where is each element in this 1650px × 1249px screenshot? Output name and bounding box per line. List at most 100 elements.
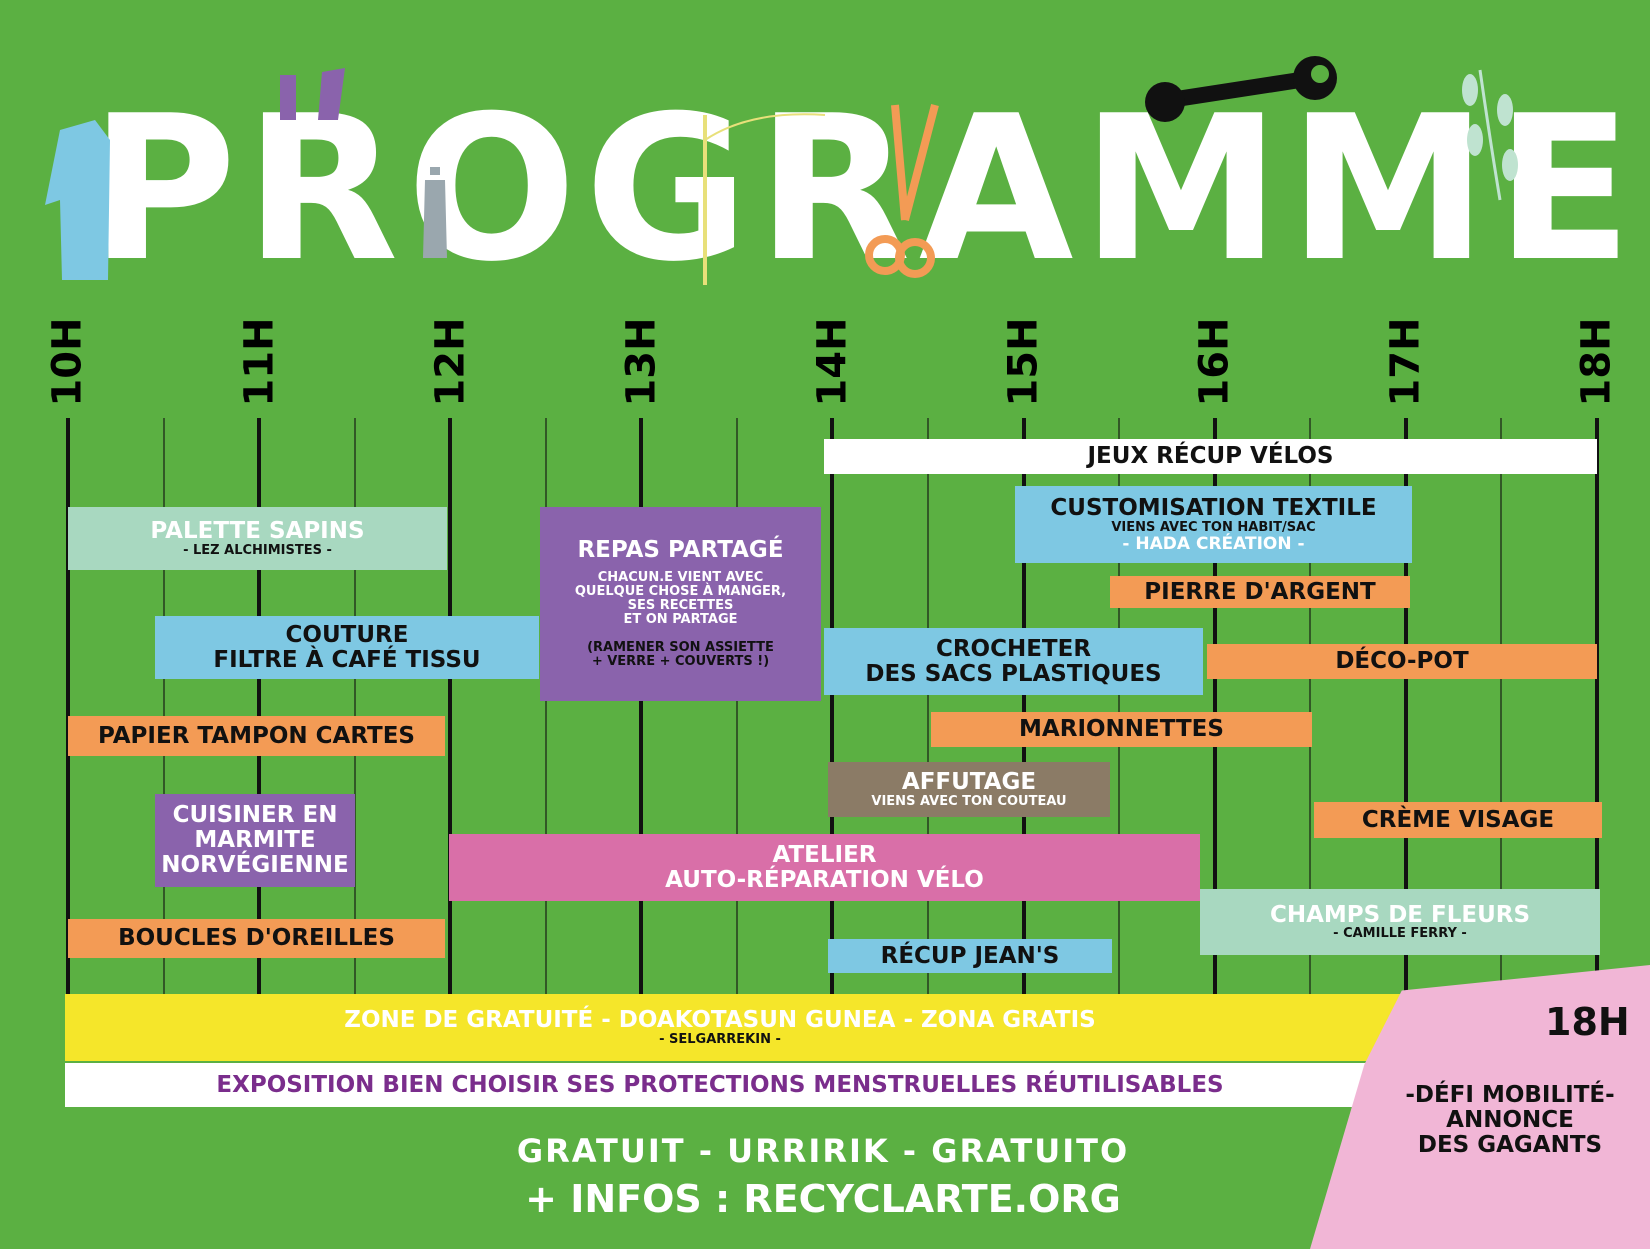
event-desc: SES RECETTES	[627, 598, 734, 614]
event-title: CUSTOMISATION TEXTILE	[1050, 494, 1377, 521]
event-papier-tampon: PAPIER TAMPON CARTES	[68, 716, 445, 756]
hour-gridline	[639, 418, 644, 998]
event-boucles-doreilles: BOUCLES D'OREILLES	[68, 919, 445, 958]
shirt-icon	[45, 120, 110, 280]
event-title: ATELIER	[772, 841, 877, 868]
event-creme-visage: CRÈME VISAGE	[1314, 802, 1602, 838]
hour-label: 12H	[427, 312, 474, 412]
half-hour-gridline	[544, 418, 547, 998]
half-hour-gridline	[1118, 418, 1121, 998]
defi-title: -DÉFI MOBILITÉ-	[1405, 1082, 1615, 1109]
event-title: COUTURE	[285, 621, 409, 648]
hour-gridline	[448, 418, 453, 998]
event-desc: ET ON PARTAGE	[623, 612, 738, 628]
event-champs-de-fleurs: CHAMPS DE FLEURS- CAMILLE FERRY -	[1200, 889, 1600, 955]
event-marionnettes: MARIONNETTES	[931, 712, 1312, 747]
hour-text: 16H	[1191, 317, 1238, 407]
event-title: CUISINER EN	[172, 802, 338, 829]
fork-knife-icon	[280, 68, 345, 120]
zone-organizer: - SELGARREKIN -	[659, 1031, 781, 1047]
leaves-icon	[1462, 69, 1518, 201]
hour-gridline	[1212, 418, 1217, 998]
event-title: JEUX RÉCUP VÉLOS	[1087, 443, 1334, 470]
defi-line: DES GAGANTS	[1417, 1131, 1603, 1158]
hour-label: 14H	[809, 312, 856, 412]
zone-gratuite-band: ZONE DE GRATUITÉ - DOAKOTASUN GUNEA - ZO…	[65, 994, 1465, 1061]
hour-label: 11H	[236, 312, 283, 412]
defi-line: ANNONCE	[1446, 1107, 1574, 1134]
event-title: MARMITE	[194, 827, 316, 854]
hour-text: 15H	[1000, 317, 1047, 407]
event-title: AUTO-RÉPARATION VÉLO	[665, 866, 984, 893]
hour-gridline	[1021, 418, 1026, 998]
event-title: RÉCUP JEAN'S	[880, 942, 1060, 969]
event-title: NORVÉGIENNE	[161, 851, 349, 878]
hour-text: 18H	[1573, 317, 1620, 407]
event-organizer: - HADA CRÉATION -	[1122, 533, 1305, 554]
event-deco-pot: DÉCO-POT	[1207, 644, 1597, 679]
event-organizer: - LEZ ALCHIMISTES -	[183, 542, 332, 558]
half-hour-gridline	[1309, 418, 1312, 998]
footer-info-link[interactable]: + INFOS : RECYCLARTE.ORG	[525, 1177, 1121, 1221]
event-note: (RAMENER SON ASSIETTE	[587, 640, 774, 656]
event-organizer: - CAMILLE FERRY -	[1333, 926, 1467, 942]
event-title: PIERRE D'ARGENT	[1144, 578, 1376, 605]
hour-label: 13H	[618, 312, 665, 412]
event-jeux-recup-velos: JEUX RÉCUP VÉLOS	[824, 439, 1597, 474]
bottle-icon	[423, 167, 447, 258]
event-desc: CHACUN.E VIENT AVEC	[597, 570, 764, 586]
event-desc: VIENS AVEC TON COUTEAU	[871, 793, 1067, 809]
event-title: MARIONNETTES	[1019, 716, 1224, 743]
hour-gridline	[830, 418, 835, 998]
hour-text: 11H	[236, 317, 283, 407]
hour-label: 10H	[45, 312, 92, 412]
event-title: FILTRE À CAFÉ TISSU	[213, 646, 481, 673]
exposition-title: EXPOSITION BIEN CHOISIR SES PROTECTIONS …	[216, 1071, 1224, 1098]
hour-text: 10H	[45, 317, 92, 407]
hour-label: 18H	[1573, 312, 1620, 412]
event-recup-jeans: RÉCUP JEAN'S	[828, 939, 1112, 973]
hour-label: 16H	[1191, 312, 1238, 412]
hour-gridline	[66, 418, 70, 998]
footer-free: GRATUIT - URRIRIK - GRATUITO	[516, 1132, 1130, 1170]
decorative-icons	[45, 56, 1518, 285]
event-palette-sapins: PALETTE SAPINS- LEZ ALCHIMISTES -	[68, 507, 447, 570]
event-desc: VIENS AVEC TON HABIT/SAC	[1111, 519, 1316, 535]
zone-title: ZONE DE GRATUITÉ - DOAKOTASUN GUNEA - ZO…	[344, 1007, 1096, 1034]
half-hour-gridline	[926, 418, 929, 998]
event-title: CHAMPS DE FLEURS	[1269, 901, 1531, 928]
scissors-icon	[865, 103, 939, 278]
hour-label: 17H	[1383, 312, 1429, 412]
hour-label: 15H	[1000, 312, 1047, 412]
half-hour-gridline	[1500, 418, 1503, 998]
event-pierre-dargent: PIERRE D'ARGENT	[1110, 576, 1410, 608]
hour-gridline	[1594, 418, 1599, 998]
page-title: PROGRAMME	[90, 73, 1641, 306]
event-title: PAPIER TAMPON CARTES	[98, 722, 415, 749]
event-title: DES SACS PLASTIQUES	[865, 660, 1162, 687]
event-title: PALETTE SAPINS	[150, 518, 365, 545]
event-desc: QUELQUE CHOSE À MANGER,	[574, 584, 787, 600]
event-title: DÉCO-POT	[1335, 648, 1469, 675]
hour-text: 12H	[427, 317, 474, 407]
half-hour-gridline	[735, 418, 738, 998]
hour-text: 14H	[809, 317, 856, 407]
event-title: BOUCLES D'OREILLES	[118, 925, 395, 952]
hour-gridline	[257, 418, 262, 998]
wrench-icon	[1145, 56, 1337, 122]
half-hour-gridline	[162, 418, 165, 998]
defi-time: 18H	[1545, 1000, 1630, 1044]
event-title: CRÈME VISAGE	[1361, 806, 1555, 833]
event-title: REPAS PARTAGÉ	[577, 537, 784, 564]
event-title: CROCHETER	[935, 635, 1092, 662]
exposition-band: EXPOSITION BIEN CHOISIR SES PROTECTIONS …	[65, 1063, 1375, 1107]
hour-text: 13H	[618, 317, 665, 407]
